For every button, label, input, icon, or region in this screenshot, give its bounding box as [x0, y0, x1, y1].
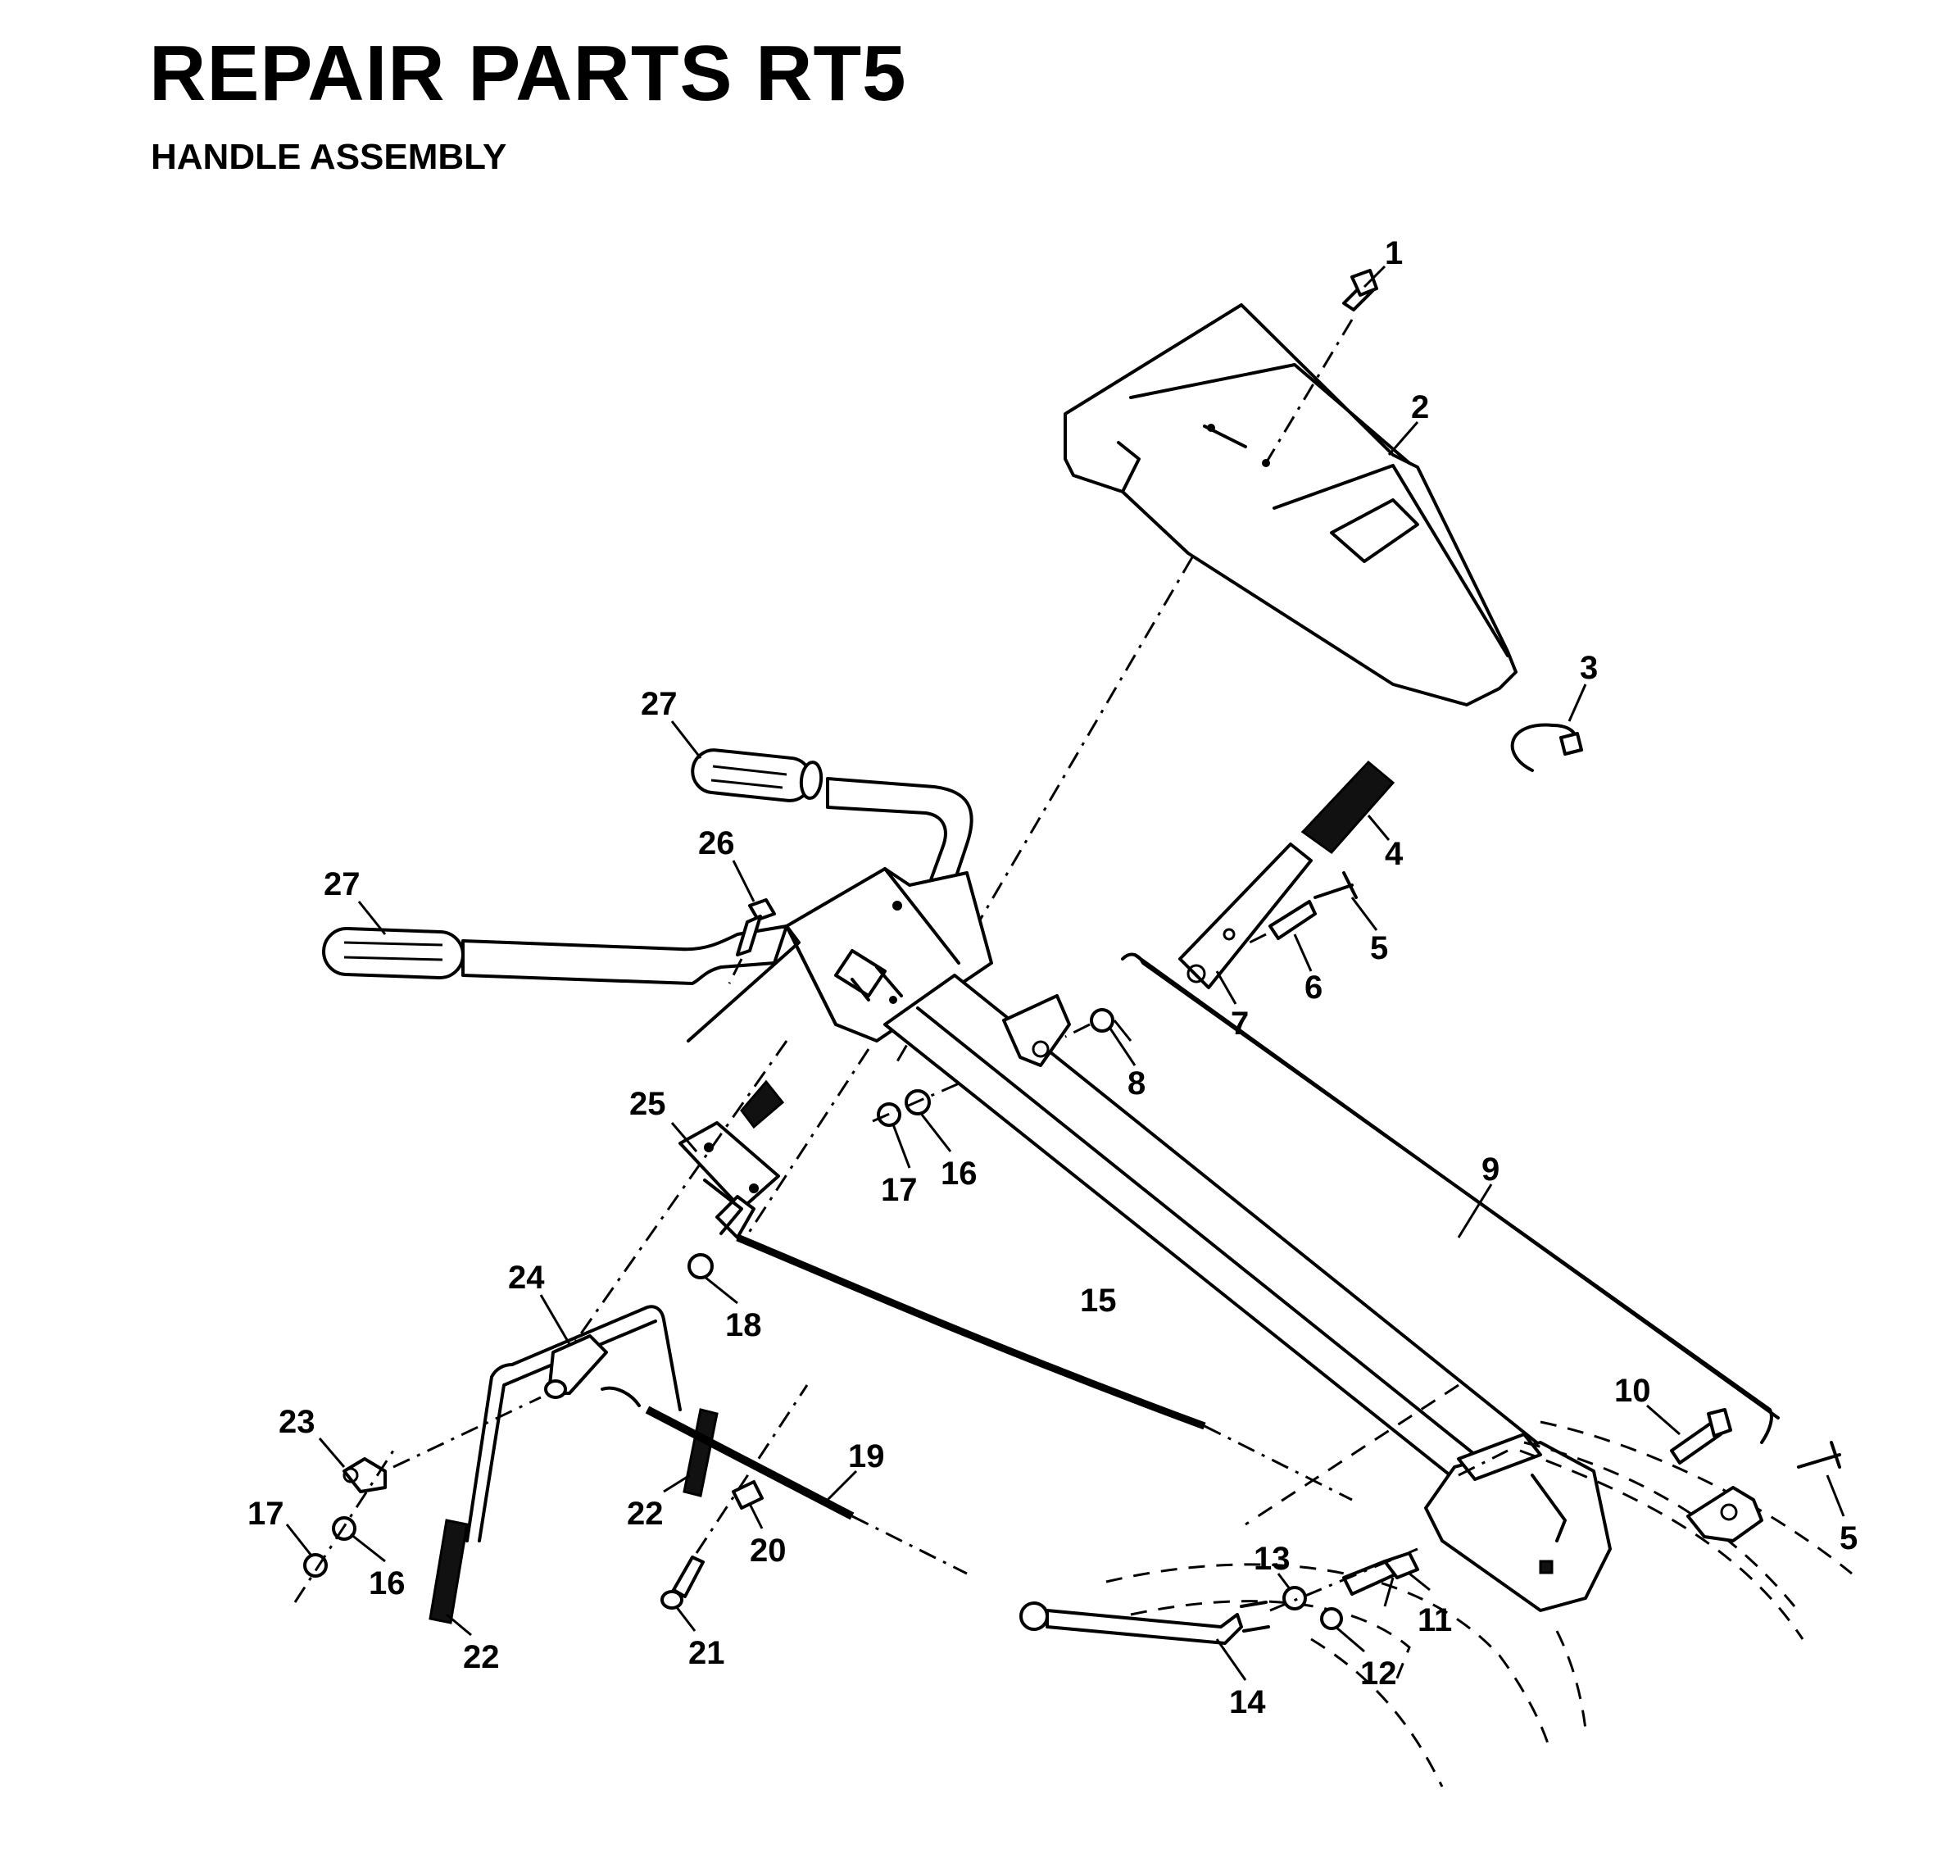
- part-17-washer-upper: [872, 1080, 964, 1127]
- part-13-washer: [1282, 1586, 1307, 1610]
- part-2-shield: [1064, 303, 1518, 706]
- part-17-washer-lower: [293, 1450, 395, 1603]
- part-5-pin-upper: [1313, 871, 1358, 899]
- callout-26: 26: [698, 825, 735, 861]
- part-20-clamp: [732, 1480, 764, 1510]
- part-22-grip-right: [683, 1408, 719, 1497]
- callout-6: 6: [1304, 970, 1323, 1006]
- callout-23: 23: [279, 1404, 315, 1440]
- part-3-ring: [1510, 723, 1583, 772]
- part-27-grip-lower: [322, 927, 465, 979]
- part-5-pin-lower: [1797, 1441, 1841, 1469]
- callout-1: 1: [1385, 235, 1403, 271]
- callout-2: 2: [1411, 389, 1429, 425]
- callout-21: 21: [688, 1635, 725, 1671]
- callout-10: 10: [1614, 1373, 1651, 1409]
- callout-12: 12: [1360, 1656, 1397, 1692]
- callout-27-lower: 27: [324, 866, 361, 902]
- part-7-lever: [1178, 843, 1313, 989]
- callout-16-lower: 16: [369, 1565, 406, 1601]
- callout-14: 14: [1229, 1684, 1266, 1720]
- part-19-cable: [601, 1386, 968, 1575]
- part-23-clip: [343, 1396, 542, 1493]
- part-22-grip-left: [429, 1519, 469, 1624]
- leader-lines: [285, 265, 1845, 1681]
- callout-18: 18: [725, 1307, 762, 1343]
- callout-11: 11: [1418, 1602, 1452, 1638]
- part-10-bolt: [1670, 1408, 1732, 1465]
- callout-7: 7: [1231, 1006, 1249, 1042]
- part-9-rod: [1121, 952, 1780, 1444]
- part-1-screw: [1264, 269, 1378, 464]
- callout-4: 4: [1385, 836, 1404, 872]
- callout-numbers: 1 2 3 4 5 6 7 8 9 10 5 11 12 13 14 15 16…: [247, 235, 1858, 1720]
- tube-bracket: [1002, 994, 1071, 1067]
- callout-16-upper: 16: [941, 1156, 978, 1192]
- part-6-bolt: [1241, 900, 1317, 948]
- callout-8: 8: [1127, 1065, 1146, 1102]
- callout-20: 20: [750, 1533, 787, 1569]
- callout-19: 19: [848, 1438, 885, 1474]
- control-cable: [736, 1233, 1353, 1501]
- part-27-grip-upper: [691, 748, 823, 802]
- callout-5-upper: 5: [1370, 930, 1388, 966]
- part-4-grip: [1300, 760, 1395, 855]
- callout-27-upper: 27: [641, 686, 678, 722]
- part-18-nut: [687, 1253, 714, 1279]
- callout-3: 3: [1580, 650, 1598, 686]
- clip-assembly: [1686, 1486, 1763, 1542]
- callout-25: 25: [629, 1086, 666, 1122]
- callout-17-lower: 17: [247, 1496, 284, 1532]
- handle-bracket: [687, 867, 993, 1042]
- callout-24: 24: [508, 1260, 545, 1296]
- part-24-bail: [465, 1305, 682, 1542]
- page-subtitle: HANDLE ASSEMBLY: [151, 137, 507, 177]
- part-26-bolt: [728, 898, 776, 984]
- part-12-nut: [1320, 1607, 1343, 1630]
- part-14-pin: [1019, 1547, 1418, 1645]
- handlebar-lower: [461, 924, 788, 985]
- callout-17-upper: 17: [881, 1172, 918, 1208]
- callout-15: 15: [1080, 1283, 1117, 1319]
- part-21-bolt: [660, 1384, 809, 1610]
- part-25-lever: [678, 1079, 785, 1239]
- part-8-nut: [1064, 1008, 1114, 1038]
- callout-5-lower: 5: [1840, 1520, 1858, 1556]
- callout-9: 9: [1481, 1151, 1499, 1188]
- part-11-wing: [1342, 1551, 1419, 1596]
- callout-22-left: 22: [463, 1639, 500, 1675]
- page-title: REPAIR PARTS RT5: [149, 30, 907, 117]
- callout-13: 13: [1254, 1541, 1291, 1577]
- callout-22-right: 22: [627, 1496, 664, 1532]
